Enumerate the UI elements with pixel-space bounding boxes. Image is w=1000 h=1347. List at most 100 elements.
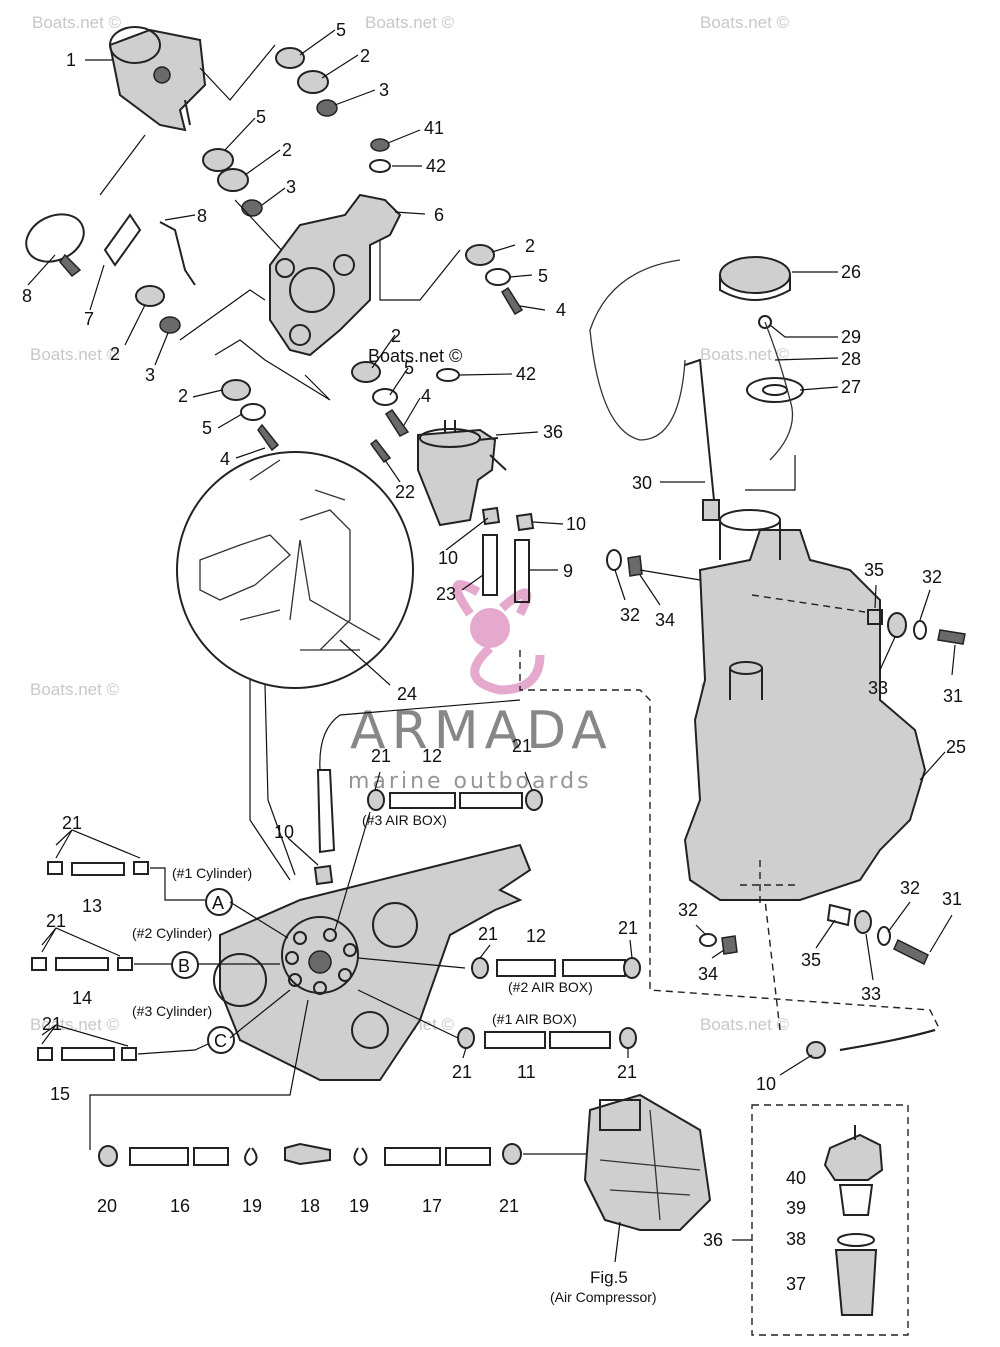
callout-number: 21 (62, 813, 82, 833)
callout-number: 29 (841, 327, 861, 347)
callout-number: 7 (84, 309, 94, 329)
callout-number: 2 (282, 140, 292, 160)
callout-number: 3 (286, 177, 296, 197)
callout-number: 2 (360, 46, 370, 66)
callout-leaders (27, 29, 956, 1076)
callout-number: 36 (703, 1230, 723, 1250)
detail-inset (176, 451, 414, 881)
connector-c (207, 1026, 235, 1054)
callout-number: 37 (786, 1274, 806, 1294)
callout-number: 39 (786, 1198, 806, 1218)
mounting-bracket (269, 193, 402, 357)
cylinder-lines (31, 829, 291, 1061)
callout-number: 33 (861, 984, 881, 1004)
callout-number: 2 (178, 386, 188, 406)
connector-b-label: B (178, 956, 190, 976)
filter-detail-box (732, 1104, 909, 1336)
callout-number: 34 (655, 610, 675, 630)
callout-number: 19 (242, 1196, 262, 1216)
site-watermark: Boats.net © (365, 13, 455, 32)
callout-number: 32 (900, 878, 920, 898)
connector-a-label: A (212, 893, 224, 913)
callout-number: 6 (434, 205, 444, 225)
figure-caption: Fig.5 (590, 1268, 628, 1287)
callout-number: 22 (395, 482, 415, 502)
callout-number: 40 (786, 1168, 806, 1188)
callout-number: 21 (452, 1062, 472, 1082)
grommets-upper (135, 47, 524, 464)
captions: (#1 Cylinder) (#2 Cylinder) (#3 Cylinder… (132, 812, 657, 1305)
callout-number: 19 (349, 1196, 369, 1216)
callout-number: 3 (379, 80, 389, 100)
callout-number: 20 (97, 1196, 117, 1216)
site-watermark: Boats.net © (32, 13, 122, 32)
callout-number: 34 (698, 964, 718, 984)
callout-number: 2 (110, 344, 120, 364)
callout-number: 30 (632, 473, 652, 493)
callout-number: 38 (786, 1229, 806, 1249)
bottom-hose-chain (89, 999, 590, 1167)
airbox-2-caption: (#2 AIR BOX) (508, 979, 593, 995)
reference-lines (99, 44, 461, 401)
callout-number: 35 (801, 950, 821, 970)
callout-number: 21 (617, 1062, 637, 1082)
callout-number: 18 (300, 1196, 320, 1216)
callout-number: 15 (50, 1084, 70, 1104)
fuel-filter (417, 420, 507, 527)
site-watermark: Boats.net © (30, 680, 120, 699)
callout-number: 21 (618, 918, 638, 938)
intake-manifold (213, 843, 532, 1081)
callout-number: 10 (438, 548, 458, 568)
callout-number: 16 (170, 1196, 190, 1216)
callout-number: 10 (566, 514, 586, 534)
air-compressor (583, 1093, 712, 1263)
callout-number: 14 (72, 988, 92, 1008)
site-watermark: Boats.net © (30, 345, 120, 364)
callout-number: 25 (946, 737, 966, 757)
callout-number: 31 (943, 686, 963, 706)
connector-b (171, 951, 199, 979)
callout-number: 11 (517, 1062, 536, 1082)
fuel-pump (108, 26, 207, 132)
callout-number: 5 (256, 107, 266, 127)
tank-cap (589, 256, 804, 521)
hoses-caps (313, 506, 535, 886)
callout-number: 35 (864, 560, 884, 580)
callout-number: 1 (66, 50, 76, 70)
callout-number: 5 (336, 20, 346, 40)
callout-number: 12 (526, 926, 546, 946)
callout-number: 42 (426, 156, 446, 176)
callout-number: 28 (841, 349, 861, 369)
callout-number: 17 (422, 1196, 442, 1216)
callout-number: 21 (512, 736, 532, 756)
callout-number: 8 (22, 286, 32, 306)
callout-number: 21 (478, 924, 498, 944)
routing-lines (319, 650, 941, 1059)
callout-number: 2 (391, 326, 401, 346)
callout-number: 32 (678, 900, 698, 920)
callout-number: 8 (197, 206, 207, 226)
callout-number: 21 (46, 911, 66, 931)
brand-tagline: marine outboards (348, 769, 592, 794)
callout-number: 4 (220, 449, 230, 469)
callout-number: 12 (422, 746, 442, 766)
airbox-1-caption: (#1 AIR BOX) (492, 1011, 577, 1027)
callout-numbers: 1 5 2 3 5 2 3 41 42 6 8 8 7 2 3 2 5 4 2 … (22, 20, 966, 1294)
cylinder-3-caption: (#3 Cylinder) (132, 1003, 212, 1019)
connector-markers: A B C (171, 888, 235, 1054)
band-clamp (25, 213, 196, 286)
cylinder-1-caption: (#1 Cylinder) (172, 865, 252, 881)
callout-number: 42 (516, 364, 536, 384)
callout-number: 31 (942, 889, 962, 909)
site-watermark-dark: Boats.net © (368, 346, 462, 366)
callout-number: 2 (525, 236, 535, 256)
callout-number: 5 (404, 358, 414, 378)
oil-tank (683, 509, 927, 905)
callout-number: 26 (841, 262, 861, 282)
site-watermark: Boats.net © (700, 1015, 790, 1034)
callout-number: 27 (841, 377, 861, 397)
callout-number: 10 (274, 822, 294, 842)
callout-number: 10 (756, 1074, 776, 1094)
callout-number: 3 (145, 365, 155, 385)
